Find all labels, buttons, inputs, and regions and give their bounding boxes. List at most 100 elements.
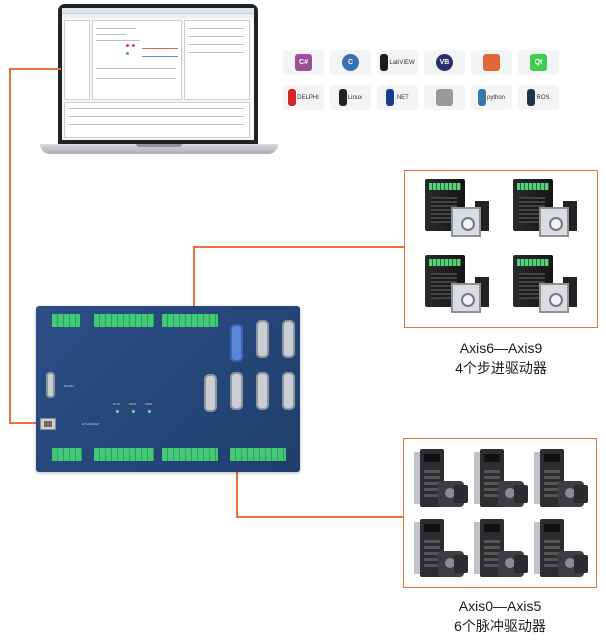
screen-left-panel [64, 20, 90, 100]
led-label: PWR [145, 402, 153, 406]
rs232-connector [46, 372, 55, 398]
screen-line [188, 36, 244, 37]
screen-dot [126, 52, 129, 55]
stepper-driver [513, 255, 577, 321]
delphi-icon [288, 89, 297, 106]
pulse-driver [534, 519, 590, 581]
labview-icon [380, 54, 389, 71]
led-label: RUN [113, 402, 121, 406]
screen-main-panel [92, 20, 182, 100]
status-led [148, 410, 151, 413]
laptop-screen [62, 8, 254, 140]
logo-label: ROS [536, 94, 550, 101]
screen-dot [126, 44, 129, 47]
python-icon [477, 89, 486, 106]
logo-tile-apple [424, 85, 465, 110]
screen-line [96, 78, 176, 79]
stepper-driver [513, 179, 577, 245]
ethernet-port [40, 418, 56, 430]
logo-tile-delphi: DELPHI [283, 85, 324, 110]
logo-tile-qt: Qt [518, 50, 559, 75]
stepper-caption: Axis6—Axis9 4个步进驱动器 [401, 338, 601, 378]
db-connector [230, 324, 243, 362]
screen-line [68, 116, 244, 117]
status-led [116, 410, 119, 413]
screen-line [96, 28, 136, 29]
logo-tile-matlab [471, 50, 512, 75]
screen-dot [132, 44, 135, 47]
screen-line [188, 28, 244, 29]
stepper-driver [425, 179, 489, 245]
db-connector [256, 320, 269, 358]
logo-label: DELPHI [297, 94, 319, 101]
ros-icon [527, 89, 536, 106]
servo-caption: Axis0—Axis5 6个脉冲驱动器 [400, 596, 600, 636]
pulse-driver [474, 519, 530, 581]
wire-board-to-servos-h [236, 516, 404, 518]
stepper-axis-range: Axis6—Axis9 [459, 340, 543, 356]
laptop-base [40, 144, 278, 154]
screen-line [188, 44, 244, 45]
stepper-count: 4个步进驱动器 [455, 360, 547, 376]
screen-line [96, 68, 176, 69]
ethernet-label: ETHERNET [82, 422, 100, 426]
dotnet-icon [386, 89, 395, 106]
logo-tile-vb: VB [424, 50, 465, 75]
laptop-lid [58, 4, 258, 144]
wire-board-to-steppers-h [193, 246, 405, 248]
wire-laptop-bottom [9, 422, 43, 424]
servo-axis-range: Axis0—Axis5 [458, 598, 542, 614]
logo-tile-csharp: C# [283, 50, 324, 75]
logo-label: LabVIEW [389, 59, 415, 66]
db-connector [282, 372, 295, 410]
db-connector [204, 374, 217, 412]
logo-label: python [486, 94, 505, 101]
wire-laptop-top [9, 68, 61, 70]
vb-icon: VB [436, 54, 453, 71]
led-label: ERR [129, 402, 136, 406]
screen-line [142, 48, 178, 49]
motion-controller-board: RS232 ETHERNET RUN ERR PWR [36, 306, 300, 472]
screen-right-panel [184, 20, 250, 100]
matlab-icon [483, 54, 500, 71]
screen-line [142, 56, 178, 57]
db-connector [282, 320, 295, 358]
screen-menubar [62, 14, 254, 18]
terminal-block [94, 448, 154, 461]
pulse-driver [414, 449, 470, 511]
terminal-block [162, 314, 218, 327]
servo-driver-group [403, 438, 597, 588]
qt-icon: Qt [530, 54, 547, 71]
wire-board-to-steppers-v [193, 246, 195, 312]
apple-icon [436, 89, 453, 106]
stepper-driver [425, 255, 489, 321]
screen-line [68, 124, 244, 125]
logo-tile-dotnet: .NET [377, 85, 418, 110]
pulse-driver [414, 519, 470, 581]
laptop [40, 4, 278, 160]
servo-count: 6个脉冲驱动器 [454, 618, 546, 634]
db-connector [230, 372, 243, 410]
logo-label: Linux [347, 94, 363, 101]
screen-line [68, 108, 244, 109]
logo-tile-labview: LabVIEW [377, 50, 418, 75]
wire-laptop-to-board [9, 68, 11, 424]
terminal-block [52, 448, 82, 461]
c-language-icon: C [342, 54, 359, 71]
logo-tile-python: python [471, 85, 512, 110]
db-connector [256, 372, 269, 410]
terminal-block [52, 314, 80, 327]
logo-tile-ros: ROS [518, 85, 559, 110]
screen-line [96, 34, 126, 35]
pulse-driver [534, 449, 590, 511]
terminal-block [230, 448, 286, 461]
screen-titlebar [62, 8, 254, 14]
screen-line [188, 52, 244, 53]
csharp-icon: C# [295, 54, 312, 71]
logo-tile-linux: Linux [330, 85, 371, 110]
logo-label: .NET [395, 94, 409, 101]
pulse-driver [474, 449, 530, 511]
rs232-label: RS232 [64, 384, 75, 388]
logo-tile-c-language: C [330, 50, 371, 75]
status-led [132, 410, 135, 413]
